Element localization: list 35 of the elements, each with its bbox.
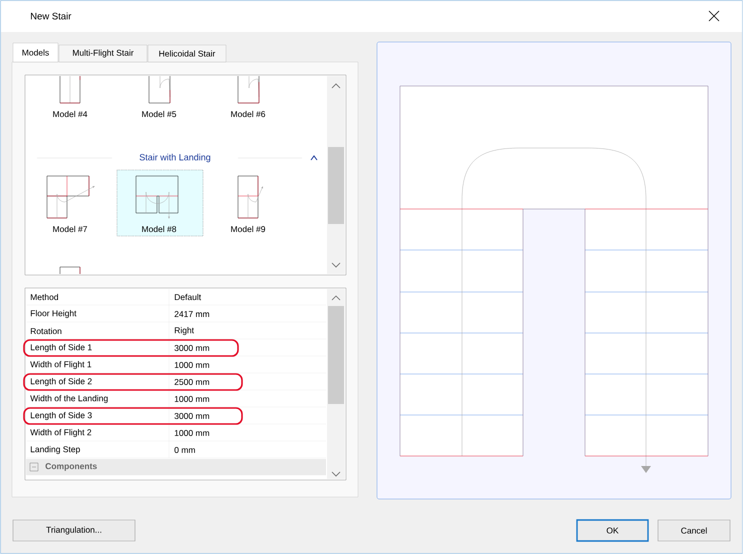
table-cell: 2417 mm: [174, 311, 210, 317]
model-caption: Model #7: [53, 226, 88, 232]
model-caption: Model #6: [231, 110, 266, 118]
table-cell: Length of Side 3: [30, 412, 92, 420]
button: Triangulation...: [12, 520, 136, 542]
button: Cancel: [658, 520, 730, 542]
dialog-title: New Stair: [30, 12, 72, 20]
table-cell: Default: [174, 294, 202, 300]
tab: Models: [12, 42, 58, 62]
category-row: Components: [26, 459, 326, 475]
table-cell: 3000 mm: [174, 413, 210, 419]
table-cell: 1000 mm: [174, 362, 210, 368]
tab: Multi-Flight Stair: [58, 44, 148, 62]
table-cell: 2500 mm: [174, 379, 210, 385]
table-cell: Length of Side 2: [30, 378, 92, 386]
table-cell: Landing Step: [30, 446, 80, 454]
table-cell: 1000 mm: [174, 430, 210, 436]
table-cell: Width of Flight 1: [30, 361, 92, 369]
table-cell: 0 mm: [174, 447, 195, 453]
table-cell: Method: [30, 294, 58, 300]
model-caption: Model #9: [231, 226, 266, 232]
section-heading: Stair with Landing: [140, 154, 210, 162]
table-cell: Width of Flight 2: [30, 429, 92, 437]
table-cell: Width of the Landing: [30, 395, 108, 403]
model-caption: Model #4: [53, 110, 88, 118]
table-cell: Floor Height: [30, 310, 76, 318]
table-cell: 1000 mm: [174, 396, 210, 402]
model-caption: Model #8: [142, 226, 176, 232]
model-caption: Model #5: [142, 110, 176, 118]
table-cell: 3000 mm: [174, 345, 210, 351]
table-cell: Length of Side 1: [30, 344, 92, 352]
table-cell: Right: [174, 327, 194, 335]
table-cell: Rotation: [30, 328, 62, 334]
button: OK: [576, 519, 649, 542]
tab: Helicoidal Stair: [148, 44, 226, 62]
